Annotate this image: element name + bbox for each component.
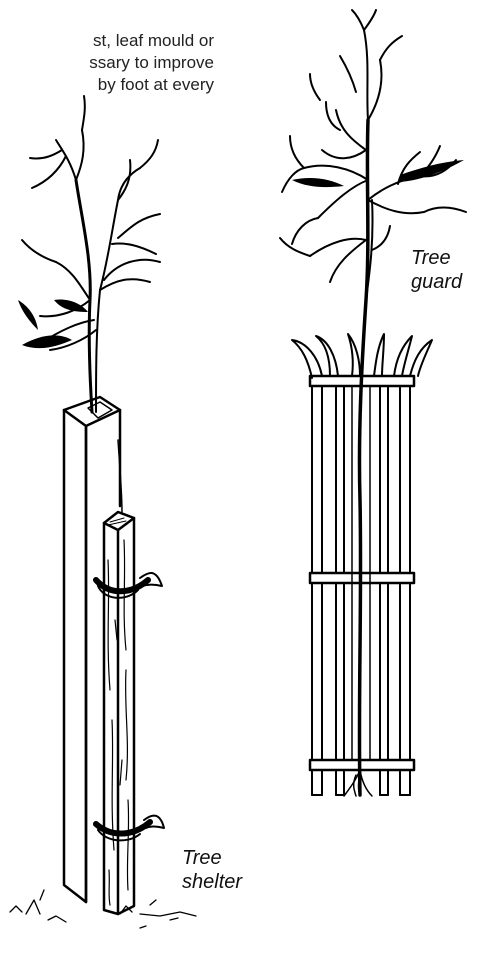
tree-shelter-tube [64, 397, 120, 902]
tree-guard-rails [310, 376, 414, 770]
tree-guard-label-line-1: Tree [411, 246, 462, 270]
tree-shelter-label-line-1: Tree [182, 846, 242, 870]
tree-guard-label: Tree guard [411, 246, 462, 294]
tree-shelter-label: Tree shelter [182, 846, 242, 894]
guard-tree-roots [344, 770, 372, 796]
tree-shelter-label-line-2: shelter [182, 870, 242, 894]
stake-tie-top [96, 573, 162, 598]
shelter-sapling [22, 96, 160, 412]
stake-tie-bottom [96, 816, 164, 841]
tree-guard-label-line-2: guard [411, 270, 462, 294]
